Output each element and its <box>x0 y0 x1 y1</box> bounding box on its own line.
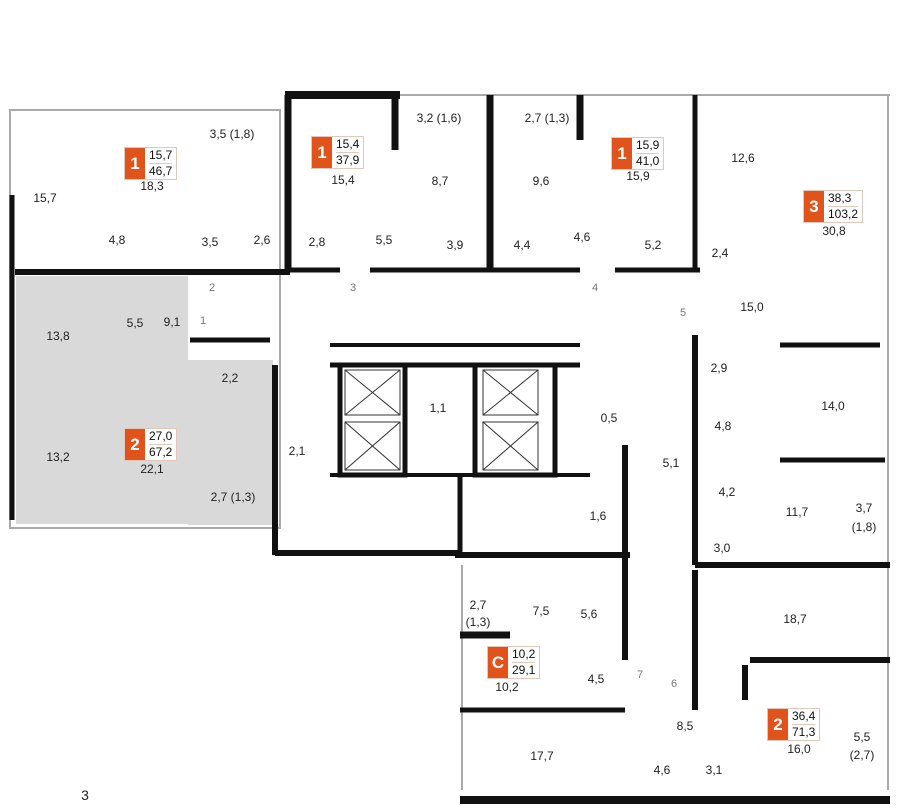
room-area: 18,7 <box>783 612 807 626</box>
room-area: 4,5 <box>587 672 605 686</box>
room-area: 17,7 <box>530 749 554 763</box>
door-number: 2 <box>208 282 216 294</box>
room-area: 13,2 <box>46 450 70 464</box>
room-area: 15,7 <box>33 191 57 205</box>
room-area: 15,0 <box>740 300 764 314</box>
room-area: 5,5 <box>853 730 871 744</box>
room-area: 15,4 <box>331 173 355 187</box>
highlighted-unit <box>16 276 188 524</box>
room-area: 4,4 <box>513 238 531 252</box>
room-area: 14,0 <box>821 399 845 413</box>
room-area: 22,1 <box>140 462 164 476</box>
room-area: 0,5 <box>600 411 618 425</box>
room-area: 11,7 <box>785 505 809 519</box>
room-area: (1,3) <box>465 615 491 629</box>
door-number: 7 <box>636 669 644 681</box>
room-area: 1,6 <box>589 509 607 523</box>
room-area: 2,9 <box>710 361 728 375</box>
room-area: 5,5 <box>126 316 144 330</box>
room-area: 7,5 <box>532 604 550 618</box>
room-area: 2,8 <box>308 235 326 249</box>
room-area: 4,6 <box>653 763 671 777</box>
room-area: 8,5 <box>676 719 694 733</box>
room-area: 15,9 <box>626 169 650 183</box>
room-area: 5,1 <box>662 456 680 470</box>
door-number: 4 <box>591 282 599 294</box>
room-area: 2,1 <box>288 444 306 458</box>
door-number: 3 <box>349 282 357 294</box>
room-area: 2,4 <box>711 246 729 260</box>
room-area: 4,6 <box>573 230 591 244</box>
room-area: 2,7 <box>469 598 487 612</box>
room-area: (1,8) <box>851 520 877 534</box>
room-area: 4,8 <box>714 419 732 433</box>
room-area: (2,7) <box>849 748 875 762</box>
room-area: 13,8 <box>46 329 70 343</box>
room-area: 3,9 <box>446 238 464 252</box>
room-area: 9,6 <box>532 174 550 188</box>
room-area: 3,5 <box>201 235 219 249</box>
room-area: 12,6 <box>731 151 755 165</box>
room-area: 5,5 <box>375 233 393 247</box>
room-area: 2,7 (1,3) <box>524 111 570 125</box>
room-area: 5,2 <box>644 238 662 252</box>
room-area: 2,6 <box>253 233 271 247</box>
room-area: 9,1 <box>163 315 181 329</box>
room-area: 2,7 (1,3) <box>210 490 256 504</box>
room-area: 3,5 (1,8) <box>209 127 255 141</box>
room-area: 8,7 <box>431 174 449 188</box>
room-area: 2,2 <box>221 371 239 385</box>
elevator-shafts <box>344 369 539 471</box>
door-number: 1 <box>199 315 207 327</box>
room-area: 1,1 <box>429 401 447 415</box>
door-number: 6 <box>670 678 678 690</box>
room-area: 4,2 <box>718 485 736 499</box>
door-number: 5 <box>679 307 687 319</box>
room-area: 3,1 <box>705 763 723 777</box>
room-area: 18,3 <box>140 179 164 193</box>
room-area: 16,0 <box>787 742 811 756</box>
section-number: 3 <box>81 787 89 803</box>
room-area: 3,0 <box>713 541 731 555</box>
room-area: 10,2 <box>495 680 519 694</box>
room-area: 5,6 <box>580 607 598 621</box>
room-area: 30,8 <box>822 224 846 238</box>
room-area: 4,8 <box>108 233 126 247</box>
room-area: 3,7 <box>855 501 873 515</box>
room-area: 3,2 (1,6) <box>416 111 462 125</box>
